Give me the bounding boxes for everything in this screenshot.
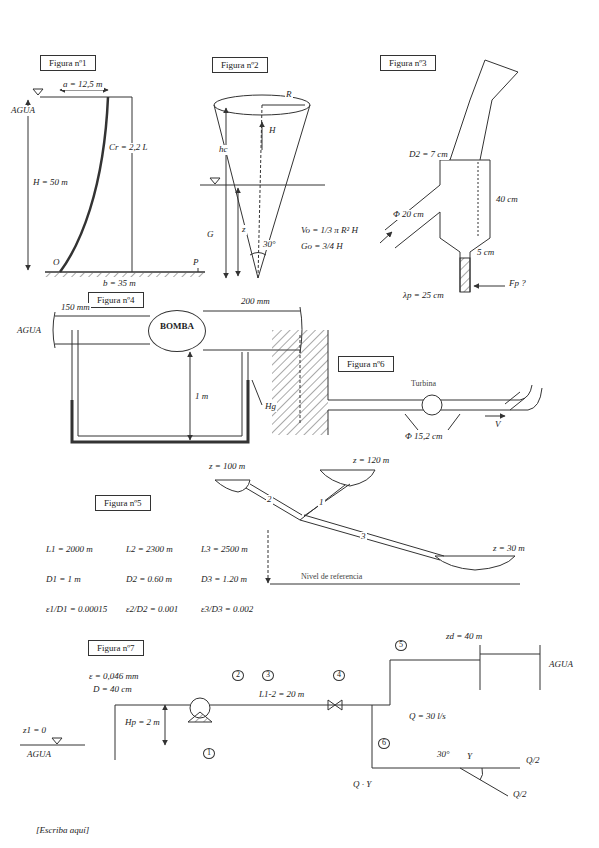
- dimension-label: Φ 15,2 cm: [404, 432, 444, 442]
- dimension-label: z = 30 m: [492, 544, 526, 554]
- dimension-label: D2 = 7 cm: [408, 150, 449, 160]
- dimension-label: zd = 40 m: [445, 632, 483, 642]
- dimension-label: Q · Y: [352, 780, 372, 790]
- dimension-label: hc: [218, 145, 229, 155]
- dimension-label: G: [206, 230, 215, 240]
- figure-4-pump: [53, 307, 302, 442]
- dimension-label: ε3/D3 = 0.002: [200, 605, 254, 615]
- dimension-label: [Escriba aquí]: [35, 826, 90, 836]
- dimension-label: Y: [466, 752, 473, 762]
- callout-number: 2: [232, 670, 244, 681]
- node-text: Figura nº5: [104, 498, 142, 508]
- node-text: Figura nº1: [49, 58, 87, 68]
- callout-number: 6: [378, 738, 390, 749]
- dimension-label: λp = 25 cm: [402, 291, 445, 301]
- dimension-label: 3: [360, 532, 367, 542]
- dimension-label: H = 50 m: [32, 178, 69, 188]
- dimension-label: L1-2 = 20 m: [258, 690, 305, 700]
- figure-1-gate: [28, 89, 205, 277]
- dimension-label: b = 35 m: [102, 279, 137, 289]
- dimension-label: D1 = 1 m: [45, 575, 82, 585]
- dimension-label: AGUA: [26, 750, 52, 760]
- dimension-label: Fp ?: [508, 279, 527, 289]
- figure-title-box: Figura nº4: [88, 292, 144, 308]
- dimension-label: ε1/D1 = 0.00015: [45, 605, 108, 615]
- dimension-label: 1: [318, 498, 325, 508]
- figure-title-box: Figura nº7: [88, 640, 144, 656]
- node-text: BOMBA: [157, 321, 197, 331]
- dimension-label: H: [268, 126, 277, 136]
- dimension-label: Hg: [264, 402, 277, 412]
- callout-number: 1: [203, 748, 215, 759]
- figure-title-box: Figura nº5: [95, 495, 151, 511]
- dimension-label: L2 = 2300 m: [125, 545, 174, 555]
- dimension-label: z = 120 m: [352, 456, 390, 466]
- dimension-label: z1 = 0: [22, 726, 47, 736]
- pump-symbol: BOMBA: [148, 310, 206, 352]
- dimension-label: z = 100 m: [208, 462, 246, 472]
- dimension-label: O: [52, 258, 61, 268]
- dimension-label: P: [192, 258, 200, 268]
- dimension-label: 150 mm: [60, 303, 91, 313]
- callout-number: 3: [262, 670, 274, 681]
- node-text: Figura nº6: [347, 359, 385, 369]
- dimension-label: Nivel de referencia: [300, 573, 363, 582]
- dimension-label: Q/2: [525, 756, 541, 766]
- node-text: Figura nº4: [97, 295, 135, 305]
- dimension-label: AGUA: [16, 326, 42, 336]
- node-text: Figura nº7: [97, 643, 135, 653]
- figure-3-nozzle: [380, 60, 518, 292]
- node-text: Figura nº3: [389, 58, 427, 68]
- figure-5-reservoirs: [215, 470, 520, 584]
- dimension-label: a = 12,5 m: [62, 80, 104, 90]
- dimension-label: Q = 30 l/s: [408, 712, 447, 722]
- figure-title-box: Figura nº3: [380, 55, 436, 71]
- dimension-label: 40 cm: [495, 195, 519, 205]
- dimension-label: 1 m: [194, 392, 209, 402]
- figure-title-box: Figura nº6: [338, 356, 394, 372]
- figure-title-box: Figura nº2: [212, 57, 268, 73]
- dimension-label: R: [285, 90, 293, 100]
- dimension-label: Φ 20 cm: [392, 210, 425, 220]
- dimension-label: L1 = 2000 m: [45, 545, 94, 555]
- dimension-label: AGUA: [10, 106, 36, 116]
- dimension-label: 30°: [262, 240, 277, 250]
- dimension-label: Go = 3/4 H: [300, 242, 344, 252]
- dimension-label: 2: [266, 495, 273, 505]
- node-text: Figura nº2: [221, 60, 259, 70]
- figure-7-network: [20, 645, 540, 796]
- callout-number: 4: [333, 670, 345, 681]
- dimension-label: L3 = 2500 m: [200, 545, 249, 555]
- dimension-label: Turbina: [410, 380, 437, 389]
- dimension-label: V: [494, 420, 502, 430]
- dimension-label: Vo = 1/3 π R² H: [300, 226, 359, 236]
- dimension-label: ε = 0,046 mm: [88, 672, 140, 682]
- dimension-label: D = 40 cm: [92, 685, 133, 695]
- dimension-label: Cr = 2,2 L: [108, 143, 149, 153]
- dimension-label: z: [241, 225, 247, 235]
- dimension-label: 5 cm: [476, 248, 495, 258]
- dimension-label: D2 = 0.60 m: [125, 575, 173, 585]
- callout-number: 5: [395, 640, 407, 651]
- dimension-label: Hp = 2 m: [124, 718, 161, 728]
- dimension-label: D3 = 1.20 m: [200, 575, 248, 585]
- figure-title-box: Figura nº1: [40, 55, 96, 71]
- dimension-label: 30°: [436, 750, 451, 760]
- dimension-label: AGUA: [548, 660, 574, 670]
- dimension-label: 200 mm: [240, 297, 271, 307]
- dimension-label: ε2/D2 = 0.001: [125, 605, 179, 615]
- figure-6-turbine: [272, 330, 542, 435]
- dimension-label: Q/2: [512, 790, 528, 800]
